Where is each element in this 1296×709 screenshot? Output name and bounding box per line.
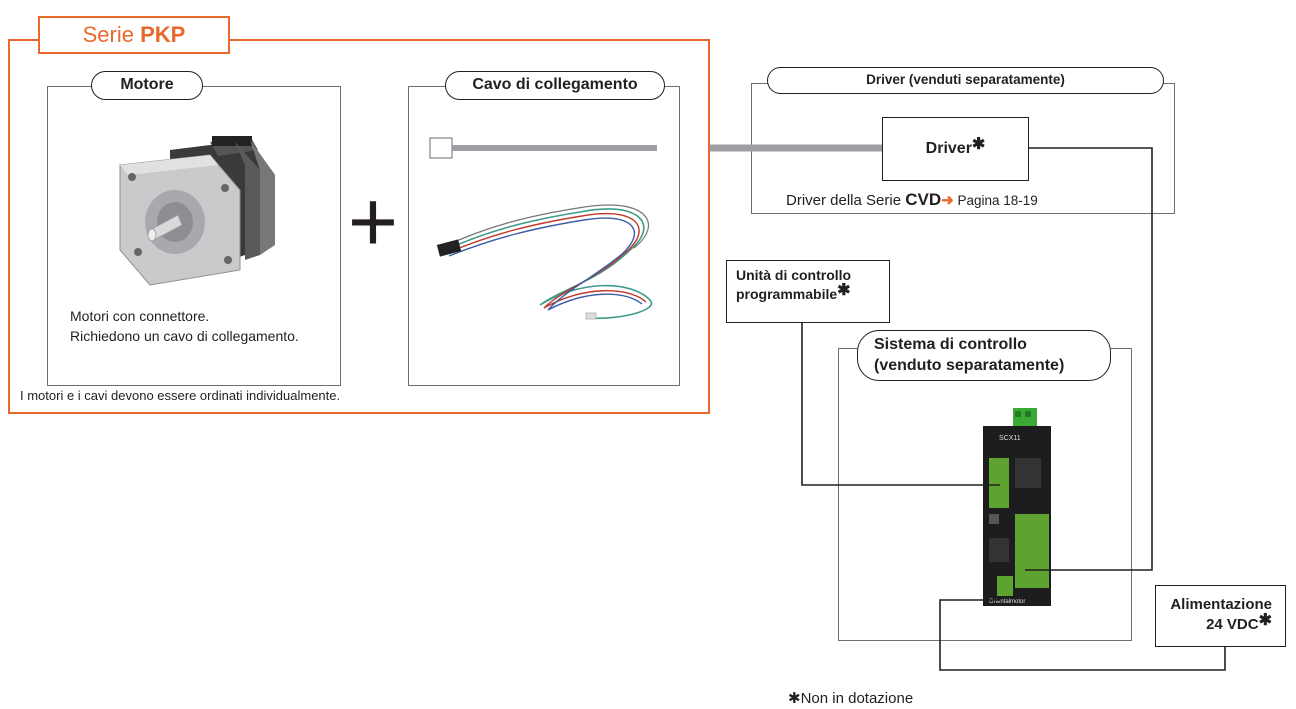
footnote: ✱Non in dotazione bbox=[788, 690, 913, 708]
footnote-asterisk: ✱ bbox=[788, 690, 801, 707]
driver-to-controller-line bbox=[1025, 148, 1152, 570]
power-to-controller-line bbox=[940, 600, 1225, 670]
programmable-to-controller-line bbox=[802, 323, 1000, 485]
footnote-text: Non in dotazione bbox=[801, 690, 914, 707]
